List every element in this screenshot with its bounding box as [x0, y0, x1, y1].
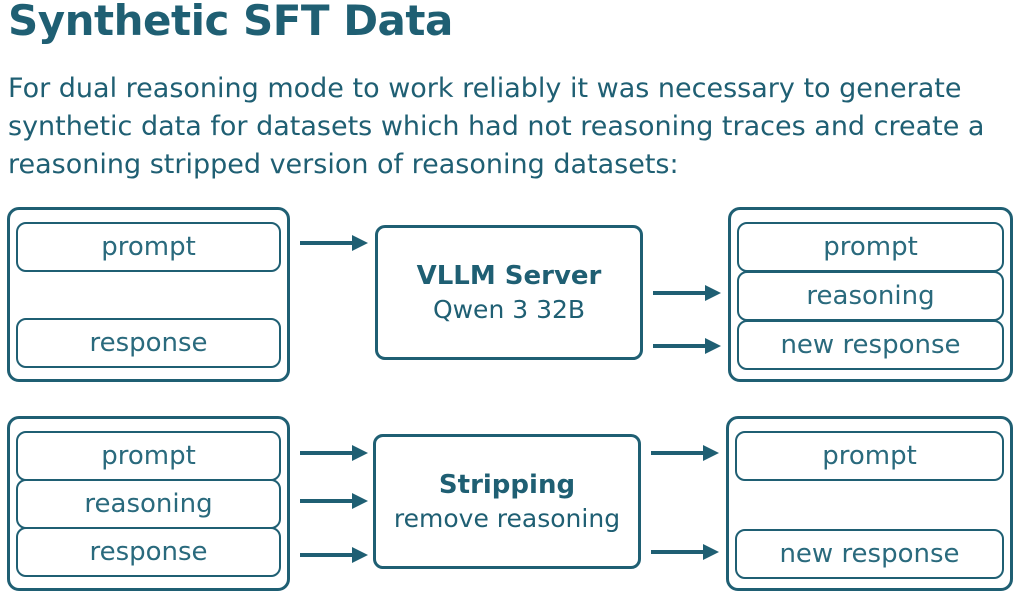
vllm-server-model: Qwen 3 32B: [432, 294, 586, 324]
row1-input-prompt: prompt: [16, 222, 281, 272]
row2-arrow-in-2: [300, 493, 368, 509]
page-title: Synthetic SFT Data: [8, 0, 453, 45]
row1-arrow-in: [300, 235, 368, 251]
row1-output-new-response: new response: [737, 320, 1004, 370]
row1-output-group: prompt reasoning new response: [728, 207, 1013, 382]
row2-arrow-in-1: [300, 445, 368, 461]
stripping-subtitle: remove reasoning: [393, 503, 621, 533]
row2-output-prompt: prompt: [735, 431, 1004, 481]
row2-arrow-out-2: [651, 544, 719, 560]
row2-output-new-response: new response: [735, 529, 1004, 579]
row1-output-reasoning: reasoning: [737, 271, 1004, 321]
row1-input-group: prompt response: [7, 207, 290, 382]
row2-arrow-in-3: [300, 547, 368, 563]
stripping-box: Stripping remove reasoning: [373, 434, 641, 569]
intro-text: For dual reasoning mode to work reliably…: [8, 73, 985, 180]
vllm-server-title: VLLM Server: [416, 260, 602, 291]
row1-arrow-out-1: [653, 285, 721, 301]
vllm-server-box: VLLM Server Qwen 3 32B: [375, 225, 643, 360]
row2-input-group: prompt reasoning response: [7, 416, 290, 591]
row2-input-reasoning: reasoning: [16, 479, 281, 529]
row2-arrow-out-1: [651, 445, 719, 461]
stripping-title: Stripping: [438, 469, 576, 500]
row2-output-group: prompt new response: [726, 416, 1013, 591]
row2-input-prompt: prompt: [16, 431, 281, 481]
row1-input-response: response: [16, 318, 281, 368]
row1-output-prompt: prompt: [737, 222, 1004, 272]
row1-arrow-out-2: [653, 338, 721, 354]
row2-input-response: response: [16, 527, 281, 577]
